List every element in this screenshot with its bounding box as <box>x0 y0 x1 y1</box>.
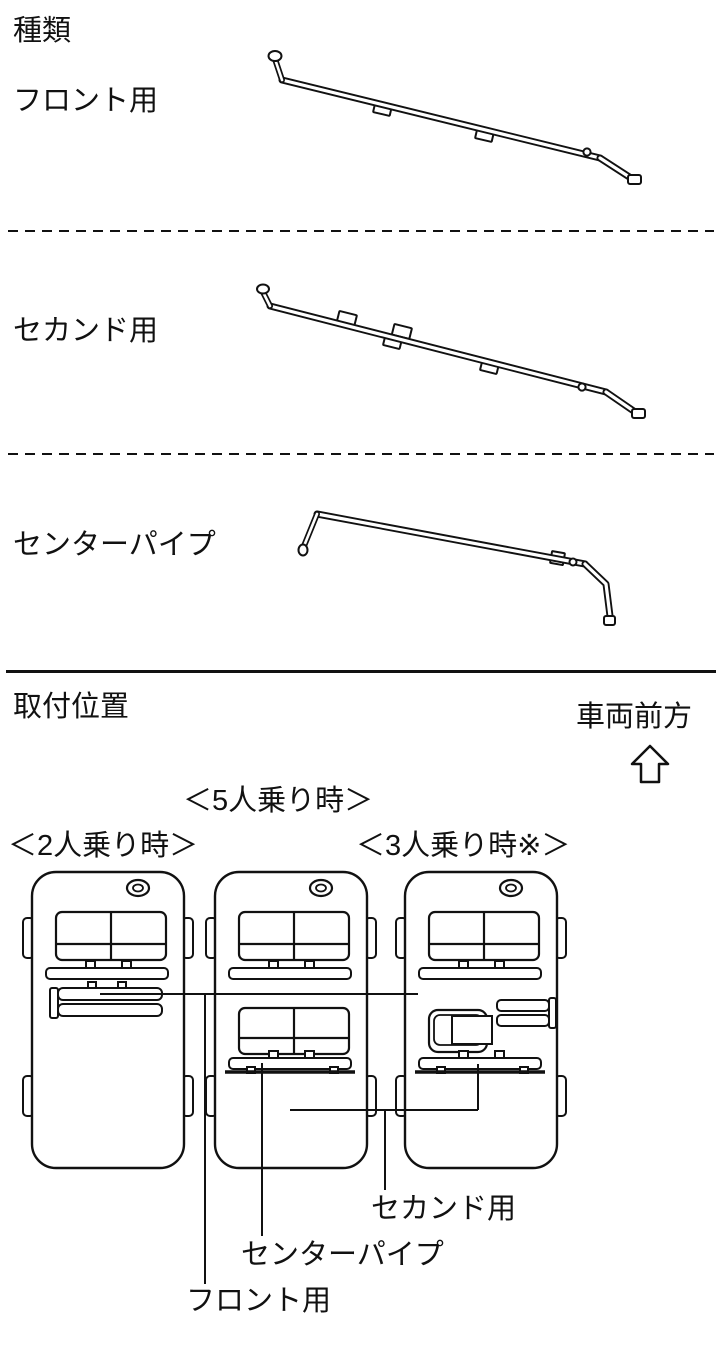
vehicle-1-front-bar <box>45 960 169 980</box>
part-label-center-pipe: センターパイプ <box>241 1239 444 1271</box>
second-pipe-foot <box>631 408 646 419</box>
seating-three-label: ＜3人乗り時※＞ <box>356 830 571 862</box>
vehicle-2-front-bar <box>228 960 352 980</box>
vehicle-3-front-seat <box>427 910 541 962</box>
seating-five-label: ＜5人乗り時＞ <box>183 785 374 817</box>
dashed-divider-2 <box>8 453 714 455</box>
mounting-diagram <box>22 870 567 1284</box>
vehicle-1-front-seat <box>54 910 168 962</box>
center-pipe-left-foot <box>297 543 309 557</box>
center-pipe-drawing <box>297 510 616 626</box>
vehicle-3-connector-box <box>451 1015 493 1045</box>
vehicle-front-label: 車両前方 <box>576 701 693 733</box>
front-pipe-label: フロント用 <box>13 85 159 117</box>
part-label-front: フロント用 <box>186 1285 332 1317</box>
vehicle-1-front-pipe-rails <box>49 981 163 1019</box>
mounting-heading: 取付位置 <box>13 691 130 723</box>
vehicle-five-seater <box>205 870 377 1170</box>
up-arrow-outline-icon <box>630 744 670 784</box>
dashed-divider-1 <box>8 230 714 232</box>
vehicle-2-second-pipe <box>225 1050 355 1074</box>
part-label-second: セカンド用 <box>371 1193 517 1225</box>
leader-lines <box>100 993 479 1284</box>
center-pipe-right-foot <box>603 615 616 626</box>
vehicle-3-second-pipe <box>415 1050 545 1074</box>
types-heading: 種類 <box>13 15 72 47</box>
front-pipe-fitting <box>582 147 592 157</box>
second-pipe-hook <box>256 283 270 295</box>
vehicle-three-seater <box>395 870 567 1170</box>
vehicle-two-seater <box>22 870 194 1170</box>
vehicle-3-folded-rails <box>496 997 557 1029</box>
seating-two-label: ＜2人乗り時＞ <box>8 830 199 862</box>
center-pipe-fitting <box>568 557 578 567</box>
front-pipe-drawing <box>267 50 642 185</box>
second-pipe-drawing <box>256 283 646 419</box>
second-pipe-fitting <box>577 382 587 392</box>
vehicle-2-second-seat <box>237 1006 351 1056</box>
second-pipe-label: セカンド用 <box>13 315 159 347</box>
front-pipe-hook <box>267 50 283 62</box>
vehicle-2-front-seat <box>237 910 351 962</box>
center-pipe-label: センターパイプ <box>13 529 216 561</box>
vehicle-3-front-bar <box>418 960 542 980</box>
front-pipe-foot <box>627 174 642 185</box>
section-divider <box>6 670 716 673</box>
